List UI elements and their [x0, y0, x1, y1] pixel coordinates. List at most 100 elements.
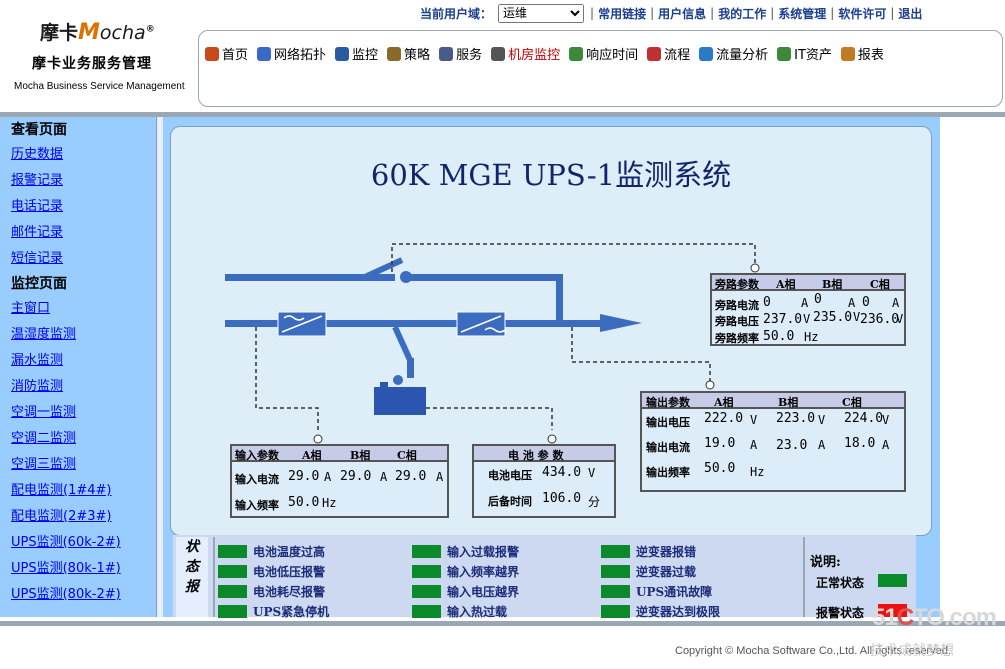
sidebar-link[interactable]: 消防监测: [11, 379, 64, 394]
nav-item[interactable]: 策略: [387, 44, 430, 63]
status-label: 输入热过载: [447, 605, 508, 619]
user-domain-select[interactable]: 运维: [498, 3, 585, 23]
nav-item[interactable]: 报表: [840, 44, 884, 63]
sidebar: 查看页面历史数据报警记录电话记录邮件记录短信记录监控页面主窗口温湿度监测漏水监测…: [0, 117, 157, 617]
battery-voltage-unit: V: [588, 466, 596, 480]
input-current-unit: A: [436, 470, 444, 484]
nav-item[interactable]: IT资产: [777, 44, 832, 63]
logo: 摩卡Mocha® 摩卡业务服务管理 Mocha Business Service…: [0, 0, 195, 112]
status-led: [218, 565, 247, 578]
backup-time-label: 后备时间: [488, 495, 532, 508]
sidebar-link[interactable]: 漏水监测: [11, 353, 64, 368]
header-phase-c: C相: [842, 396, 862, 409]
sidebar-link[interactable]: 配电监测(1#4#): [11, 483, 112, 498]
sidebar-link[interactable]: 温湿度监测: [11, 327, 77, 342]
status-led: [601, 545, 630, 558]
header-title: 电 池 参 数: [508, 449, 564, 462]
status-led: [412, 605, 441, 618]
output-voltage-c: 224.0: [844, 411, 884, 426]
status-indicator: 电池低压报警: [218, 563, 325, 580]
backup-time-value: 106.0: [542, 491, 582, 506]
separator: |: [890, 6, 895, 20]
logo-cn-name: 摩卡业务服务管理: [32, 56, 152, 72]
separator: |: [770, 6, 775, 20]
header-phase-c: C相: [870, 278, 890, 291]
nav-item[interactable]: 响应时间: [569, 44, 638, 63]
status-label: 电池低压报警: [253, 565, 326, 579]
status-label: 电池温度过高: [253, 545, 326, 559]
link-software-license[interactable]: 软件许可: [838, 6, 887, 21]
bypass-bus-line: [225, 274, 395, 281]
output-frequency-value: 50.0: [704, 461, 736, 476]
bypass-voltage-a: 237.0: [763, 312, 803, 327]
link-system-admin[interactable]: 系统管理: [778, 6, 827, 21]
link-common-links[interactable]: 常用链接: [598, 6, 647, 21]
status-indicator: UPS通讯故障: [601, 583, 712, 600]
sidebar-gutter: [157, 117, 163, 617]
nav-item[interactable]: 服务: [439, 44, 482, 63]
bypass-current-label: 旁路电流: [715, 299, 759, 312]
sidebar-link[interactable]: 报警记录: [11, 173, 64, 188]
nav-item-label: 服务: [456, 48, 483, 63]
nav-item[interactable]: 流程: [647, 44, 690, 63]
nav-item-label: 机房监控: [508, 48, 561, 63]
network-topology-icon: [257, 46, 272, 61]
link-my-work[interactable]: 我的工作: [718, 6, 767, 21]
header-phase-b: B相: [350, 449, 371, 462]
status-indicator: UPS紧急停机: [218, 603, 329, 620]
nav-item-label: 流程: [664, 48, 691, 63]
nav-item[interactable]: 网络拓扑: [257, 44, 326, 63]
sidebar-link[interactable]: 电话记录: [11, 199, 64, 214]
output-dashed-connector: [571, 327, 711, 382]
separator: |: [650, 6, 655, 20]
output-params-box: 输出参数 A相 B相 C相 输出电压 222.0 V 223.0 V 224.0…: [640, 391, 906, 492]
status-side-label: 状 态 报: [176, 537, 208, 617]
bypass-voltage-unit: V: [803, 312, 811, 326]
input-params-header: 输入参数 A相 B相 C相: [232, 446, 447, 462]
input-params-box: 输入参数 A相 B相 C相 输入电流 29.0 A 29.0 A 29.0 A …: [230, 444, 449, 518]
bypass-current-unit: A: [848, 296, 856, 310]
battery-connector-dot: [547, 434, 557, 444]
bypass-voltage-unit: V: [896, 312, 904, 326]
battery-branch-line: [392, 325, 413, 362]
nav-item[interactable]: 机房监控: [491, 44, 560, 63]
output-current-a: 19.0: [704, 436, 736, 451]
bypass-frequency-unit: Hz: [804, 330, 819, 344]
nav-item-label: 网络拓扑: [274, 48, 327, 63]
output-voltage-b: 223.0: [776, 411, 816, 426]
output-current-c: 18.0: [844, 436, 876, 451]
sidebar-link[interactable]: 空调三监测: [11, 457, 77, 472]
status-indicator: 逆变器达到极限: [601, 603, 720, 620]
sidebar-link[interactable]: UPS监测(80k-1#): [11, 561, 121, 576]
sidebar-link[interactable]: 配电监测(2#3#): [11, 509, 112, 524]
nav-item-label: 流量分析: [716, 48, 769, 63]
input-current-c: 29.0: [395, 469, 427, 484]
sidebar-link[interactable]: 空调二监测: [11, 431, 77, 446]
sidebar-link[interactable]: UPS监测(80k-2#): [11, 587, 121, 602]
link-logout[interactable]: 退出: [898, 6, 923, 21]
header-phase-a: A相: [302, 449, 322, 462]
nav-panel: [198, 30, 1003, 107]
output-current-unit: A: [882, 438, 890, 452]
sidebar-link[interactable]: UPS监测(60k-2#): [11, 535, 121, 550]
output-voltage-label: 输出电压: [646, 416, 690, 429]
nav-item[interactable]: 首页: [205, 44, 248, 63]
sidebar-link[interactable]: 空调一监测: [11, 405, 77, 420]
separator: |: [590, 6, 595, 20]
status-label: 逆变器过载: [636, 565, 697, 579]
status-side-char: 报: [185, 579, 199, 595]
input-frequency-unit: Hz: [322, 496, 337, 510]
inverter-symbol: [460, 315, 502, 333]
nav-item[interactable]: 流量分析: [699, 44, 768, 63]
header-phase-b: B相: [822, 278, 843, 291]
logo-wordmark: 摩卡Mocha®: [40, 20, 155, 45]
sidebar-link[interactable]: 主窗口: [11, 301, 51, 316]
status-indicator: 输入频率越界: [412, 563, 519, 580]
sidebar-link[interactable]: 短信记录: [11, 251, 64, 266]
link-user-info[interactable]: 用户信息: [658, 6, 707, 21]
monitor-icon: [335, 46, 350, 61]
status-divider: [213, 537, 215, 617]
sidebar-link[interactable]: 历史数据: [11, 147, 64, 162]
sidebar-link[interactable]: 邮件记录: [11, 225, 64, 240]
nav-item[interactable]: 监控: [335, 44, 378, 63]
